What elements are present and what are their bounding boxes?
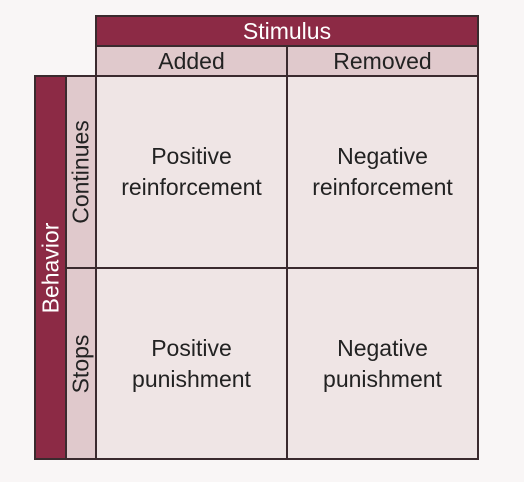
- cell-positive-punishment: Positive punishment: [95, 267, 288, 460]
- continues-row-header: Continues: [65, 75, 97, 269]
- stops-label: Stops: [67, 334, 94, 393]
- negative-punishment-text: Negative punishment: [323, 334, 442, 392]
- cell-negative-punishment: Negative punishment: [286, 267, 479, 460]
- removed-column-header: Removed: [286, 45, 479, 77]
- added-column-header: Added: [95, 45, 288, 77]
- positive-punishment-text: Positive punishment: [132, 334, 251, 392]
- negative-reinforcement-text: Negative reinforcement: [312, 143, 453, 200]
- stops-row-header: Stops: [65, 267, 97, 460]
- added-label: Added: [158, 47, 225, 74]
- continues-label: Continues: [67, 120, 94, 224]
- behavior-title: Behavior: [37, 222, 63, 313]
- stimulus-header: Stimulus: [95, 15, 479, 47]
- behavior-header: Behavior: [34, 75, 67, 460]
- cell-positive-reinforcement: Positive reinforcement: [95, 75, 288, 269]
- stimulus-title: Stimulus: [242, 17, 332, 44]
- removed-label: Removed: [333, 47, 432, 74]
- cell-negative-reinforcement: Negative reinforcement: [286, 75, 479, 269]
- positive-reinforcement-text: Positive reinforcement: [121, 143, 262, 200]
